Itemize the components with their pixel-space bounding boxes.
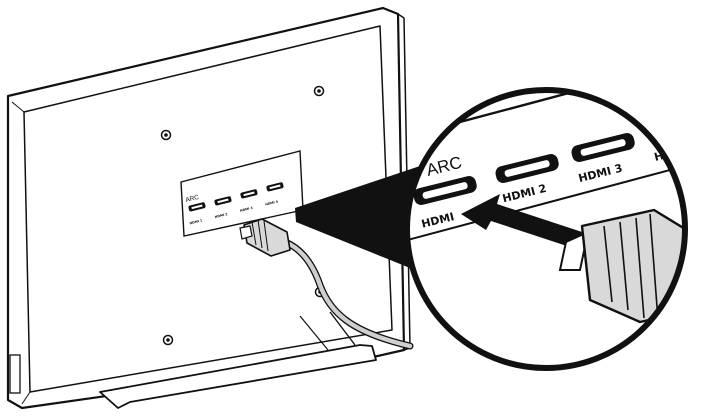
small-hdmi-ports: ARC HDMI 1 HDMI 2 HDMI 3 HDMI 4 xyxy=(185,182,284,225)
zoom-hdmi-port-arc xyxy=(413,176,477,206)
small-port-label-4: HDMI 4 xyxy=(265,199,279,206)
tv-stand xyxy=(99,344,377,409)
screw-icon xyxy=(313,85,325,97)
screw-icon xyxy=(162,334,174,346)
small-port-label-2: HDMI 2 xyxy=(214,212,228,219)
zoom-hdmi-port-2 xyxy=(495,154,559,184)
hdmi-plug-icon xyxy=(239,218,291,257)
zoom-hdmi-port-3 xyxy=(571,133,635,163)
small-port-label-3: HDMI 3 xyxy=(240,206,254,213)
magnifier-circle: ARC HDMI HDMI 2 HDMI 3 HDMI xyxy=(404,87,688,371)
zoom-cone xyxy=(295,166,420,268)
tv-set: ARC HDMI 1 HDMI 2 HDMI 3 HDMI 4 xyxy=(6,6,414,410)
small-port-label-1: HDMI 1 xyxy=(189,218,203,225)
arrow-icon xyxy=(461,194,582,249)
small-arc-label: ARC xyxy=(185,194,200,204)
screw-icon xyxy=(160,129,172,141)
side-tab xyxy=(9,354,21,394)
